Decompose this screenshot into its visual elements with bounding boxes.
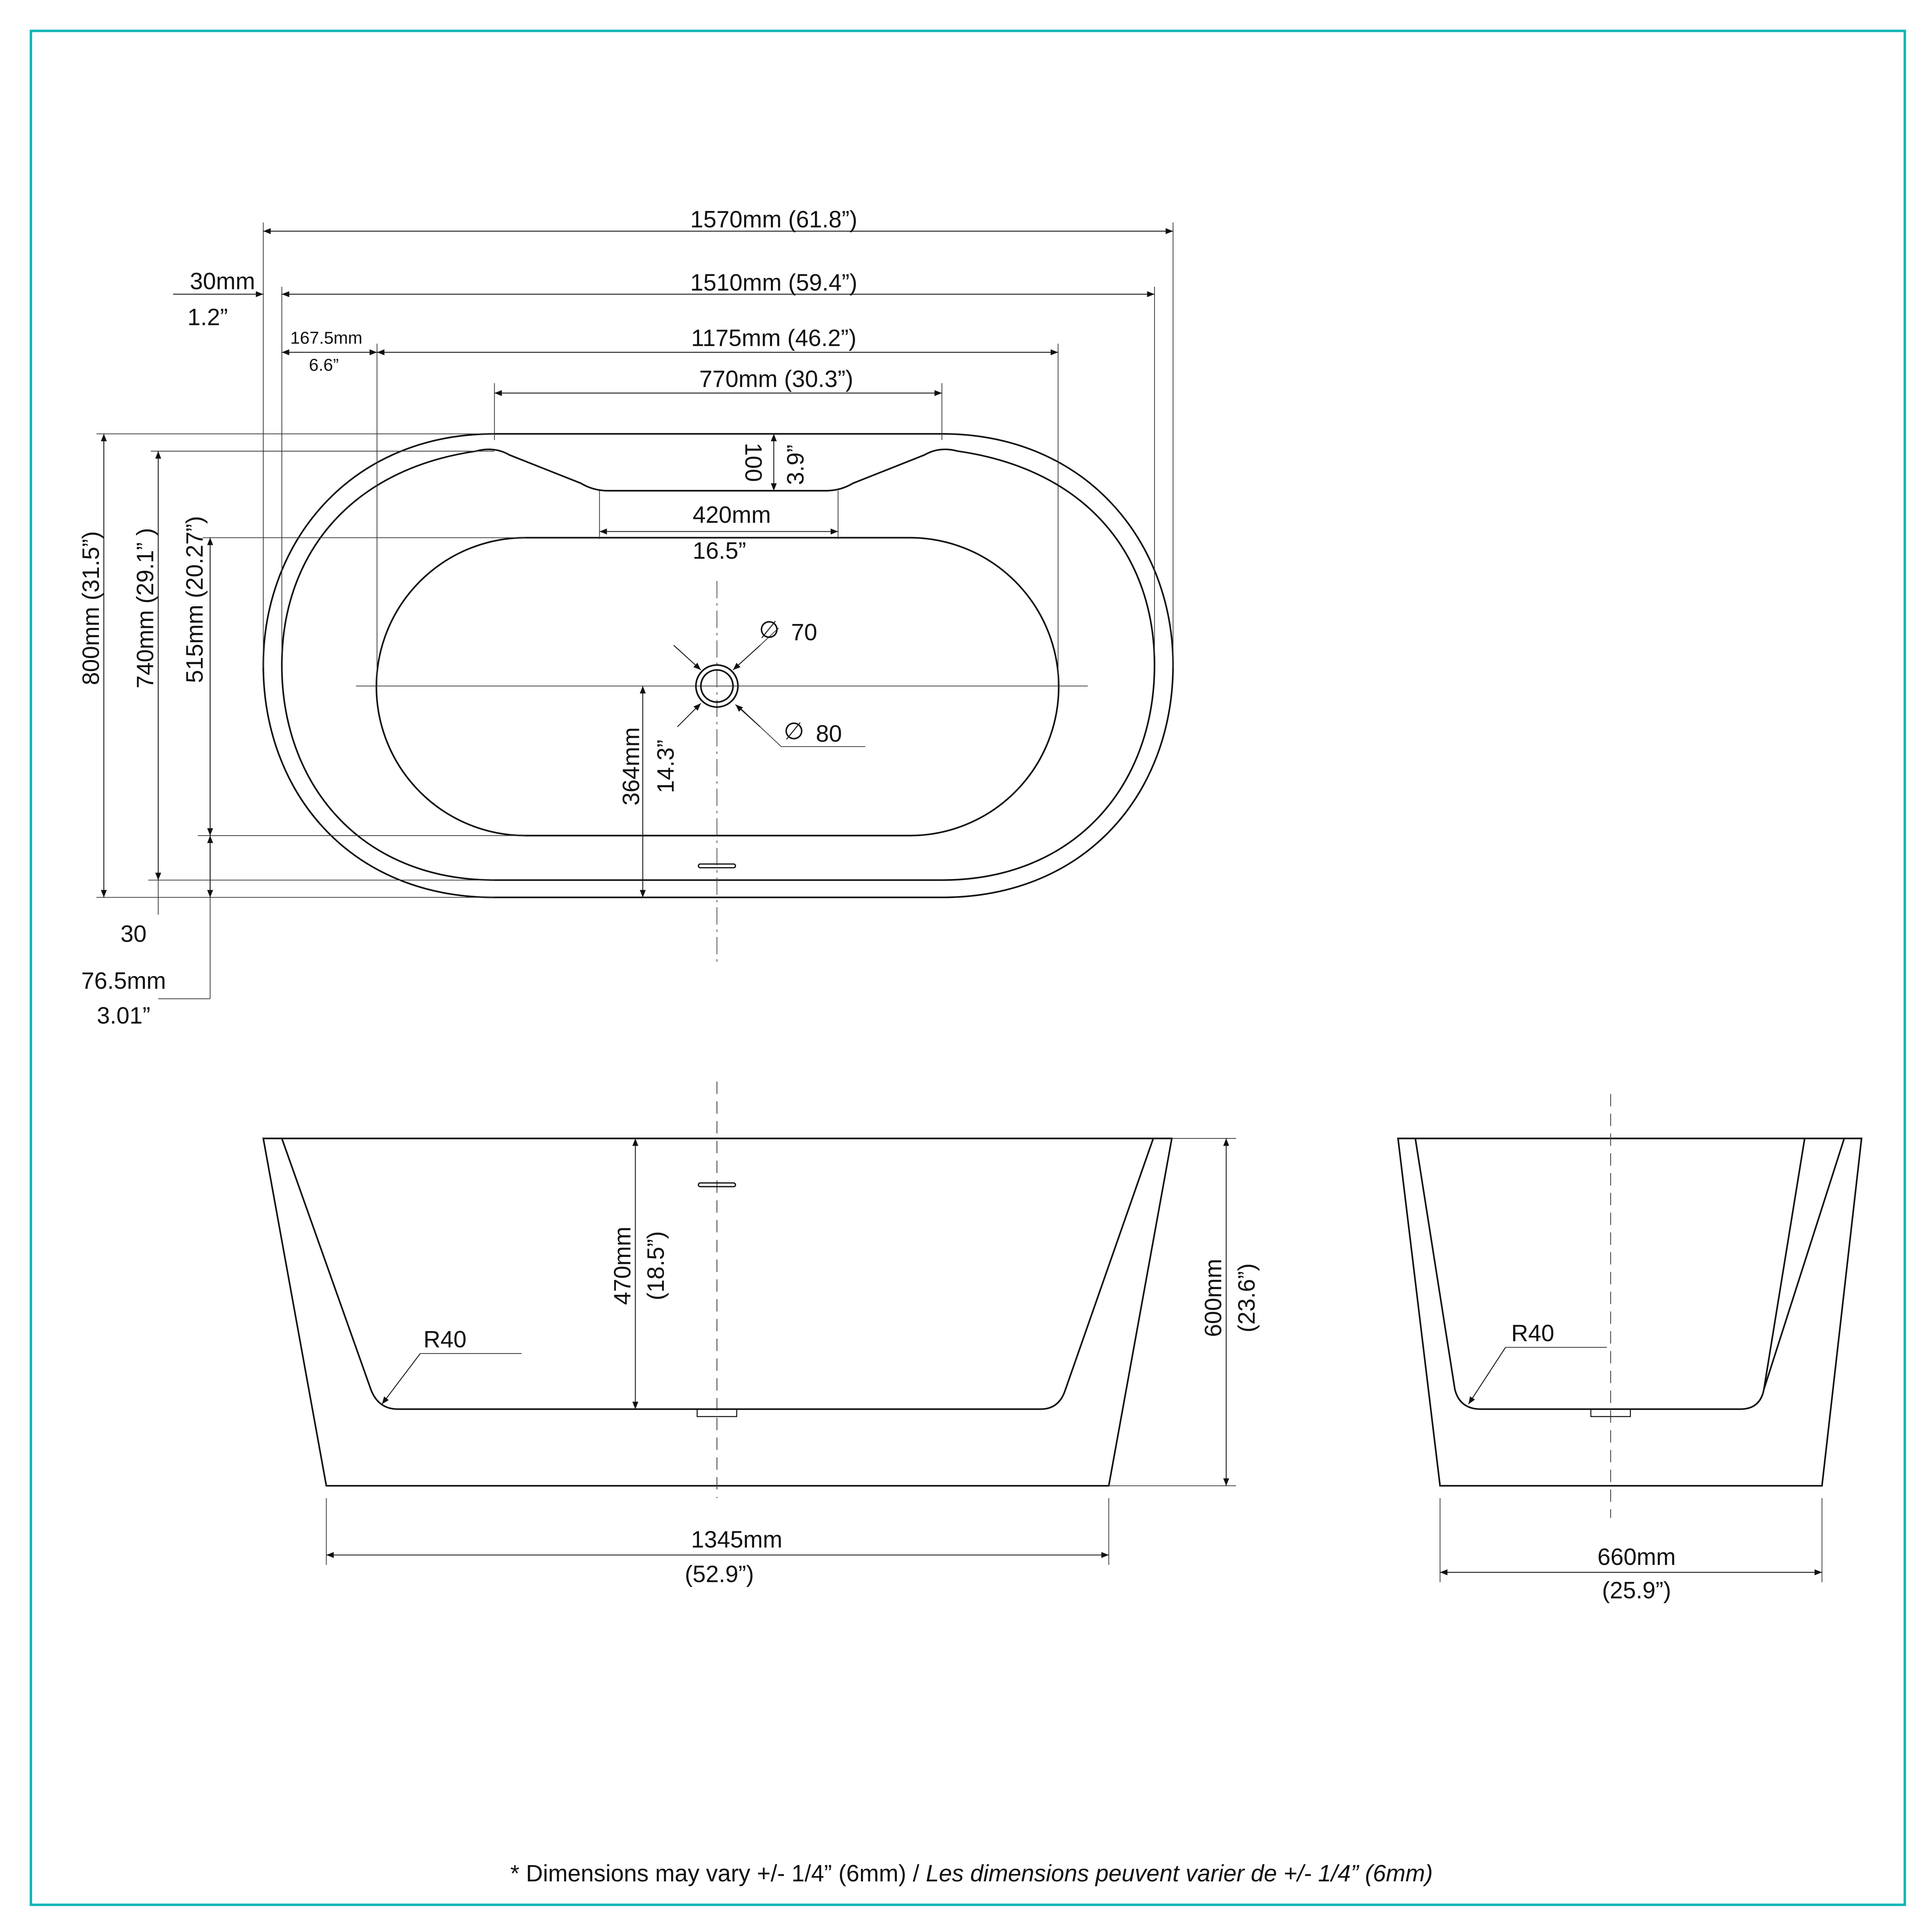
label-basin-width: 515mm (20.27”): [182, 516, 208, 683]
side-radius-leader-arrow: [1468, 1347, 1506, 1405]
label-height-mm: 600mm: [1200, 1259, 1226, 1337]
label-depth-mm: 470mm: [609, 1226, 635, 1305]
drain-inner-circle: [700, 669, 734, 703]
label-notch-depth-in: 3.9”: [782, 444, 808, 485]
overflow-slot: [697, 863, 736, 869]
label-inner-width: 740mm (29.1” ): [132, 528, 158, 688]
label-drain-offset-mm: 364mm: [618, 727, 644, 806]
radius-leader-arrow: [381, 1353, 421, 1405]
label-top-flat-length: 770mm (30.3”): [699, 366, 853, 392]
label-bottom-offset-in: 3.01”: [97, 1002, 151, 1029]
side-view: R40 660mm (25.9”): [1397, 1094, 1862, 1603]
label-base-width-mm: 660mm: [1597, 1544, 1676, 1570]
footer-note: * Dimensions may vary +/- 1/4” (6mm) / L…: [510, 1860, 1433, 1886]
drain-leader-bottom-arrow: [735, 704, 761, 727]
front-overflow: [697, 1182, 736, 1187]
side-drain: [1590, 1408, 1631, 1417]
label-overall-length: 1570mm (61.8”): [690, 206, 857, 233]
extension-lines: [96, 222, 1173, 999]
label-basin-length: 1175mm (46.2”): [691, 325, 857, 351]
label-height-in: (23.6”): [1233, 1263, 1260, 1332]
label-depth-in: (18.5”): [643, 1231, 669, 1300]
label-drain-offset-in: 14.3”: [652, 740, 679, 793]
label-bottom-rim: 30: [121, 921, 147, 947]
page-border: [29, 29, 1906, 1906]
label-side-radius: R40: [1511, 1320, 1554, 1346]
top-view: 1570mm (61.8”) 1510mm (59.4”) 30mm 1.2” …: [78, 206, 1174, 1029]
drain-outer-circle: [695, 664, 739, 708]
drain-leader-bottom-in: [677, 703, 701, 727]
label-base-length-in: (52.9”): [685, 1561, 754, 1587]
front-view: 470mm (18.5”) 600mm (23.6”) R40 1345mm (…: [262, 1082, 1260, 1587]
drain-leader-top-out: [733, 645, 761, 670]
inner-rim-outline: [281, 448, 1155, 881]
basin-outline: [376, 537, 1060, 837]
label-base-length-mm: 1345mm: [691, 1526, 782, 1553]
label-basin-offset-mm: 167.5mm: [290, 328, 362, 347]
label-radius: R40: [423, 1326, 466, 1352]
footer-note-fr: Les dimensions peuvent varier de +/- 1/4…: [926, 1860, 1433, 1886]
label-drain-inner-dia: 70: [791, 619, 817, 645]
label-basin-offset-in: 6.6”: [309, 355, 339, 375]
label-drain-outer-dia: 80: [816, 720, 842, 747]
diameter-icon: ∅: [759, 617, 779, 643]
label-bottom-offset-mm: 76.5mm: [81, 968, 166, 994]
diameter-icon: ∅: [784, 718, 804, 744]
outer-rim-outline: [262, 433, 1174, 898]
label-overall-width: 800mm (31.5”): [78, 531, 104, 685]
drain-leader-top-line: [760, 628, 779, 646]
label-notch-width-in: 16.5”: [693, 537, 747, 564]
label-notch-width-mm: 420mm: [692, 502, 771, 528]
front-inner-outline: [281, 1138, 1154, 1410]
front-drain: [696, 1408, 737, 1417]
label-rim-offset-mm: 30mm: [190, 268, 255, 294]
label-base-width-in: (25.9”): [1602, 1577, 1671, 1603]
side-inner-wall-line: [1763, 1138, 1845, 1390]
label-notch-depth-mm: 100: [740, 443, 767, 482]
label-inner-length: 1510mm (59.4”): [690, 269, 857, 296]
front-outer-outline: [262, 1138, 1173, 1487]
side-outer-outline: [1397, 1138, 1862, 1487]
drain-leader-top-in: [673, 645, 701, 670]
footer-note-en: * Dimensions may vary +/- 1/4” (6mm) /: [510, 1860, 926, 1886]
side-inner-outline: [1414, 1138, 1806, 1410]
label-rim-offset-in: 1.2”: [187, 304, 228, 330]
